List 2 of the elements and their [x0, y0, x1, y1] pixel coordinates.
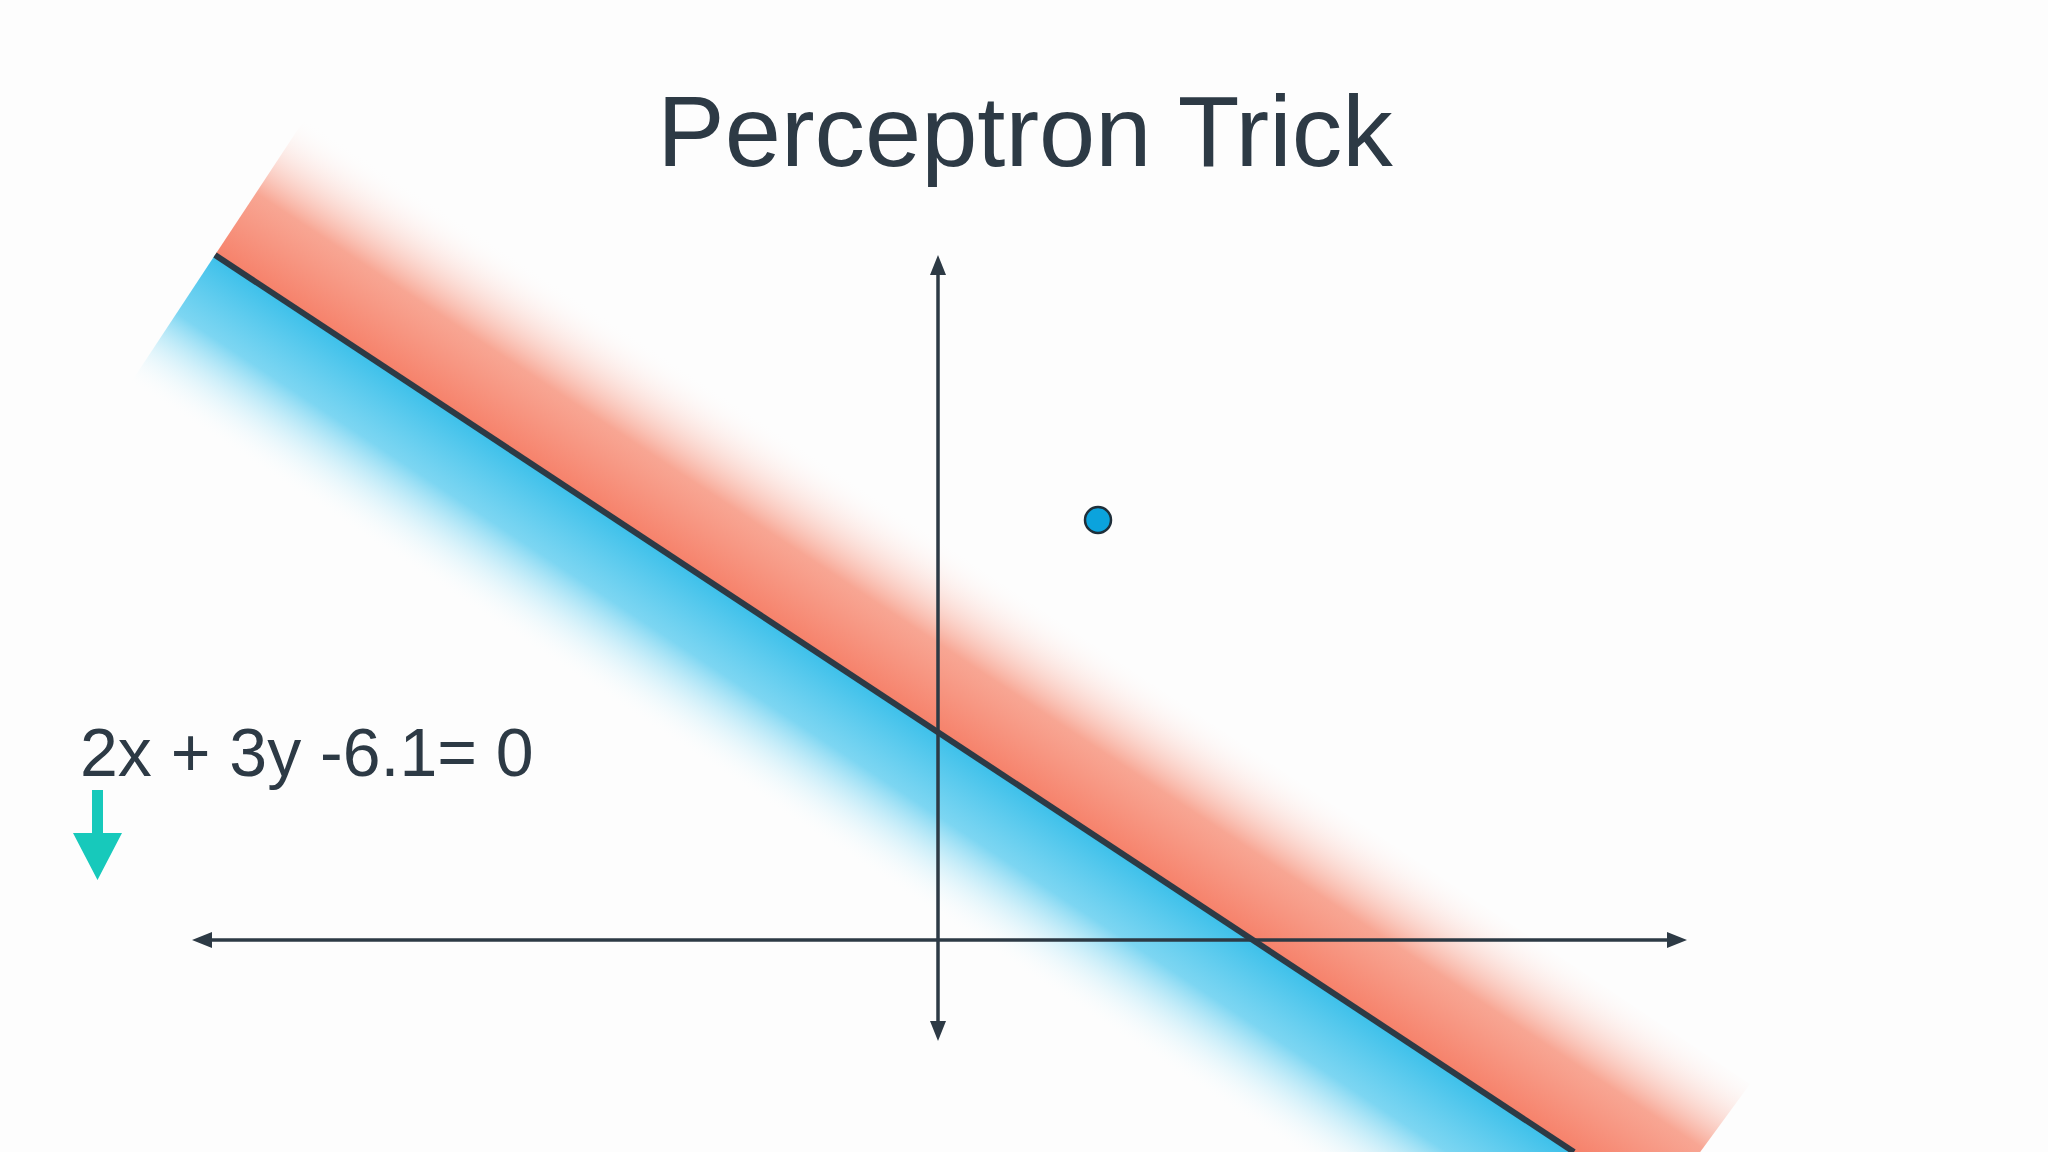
- equation-label: 2x + 3y -6.1= 0: [80, 713, 534, 792]
- title: Perceptron Trick: [657, 74, 1393, 189]
